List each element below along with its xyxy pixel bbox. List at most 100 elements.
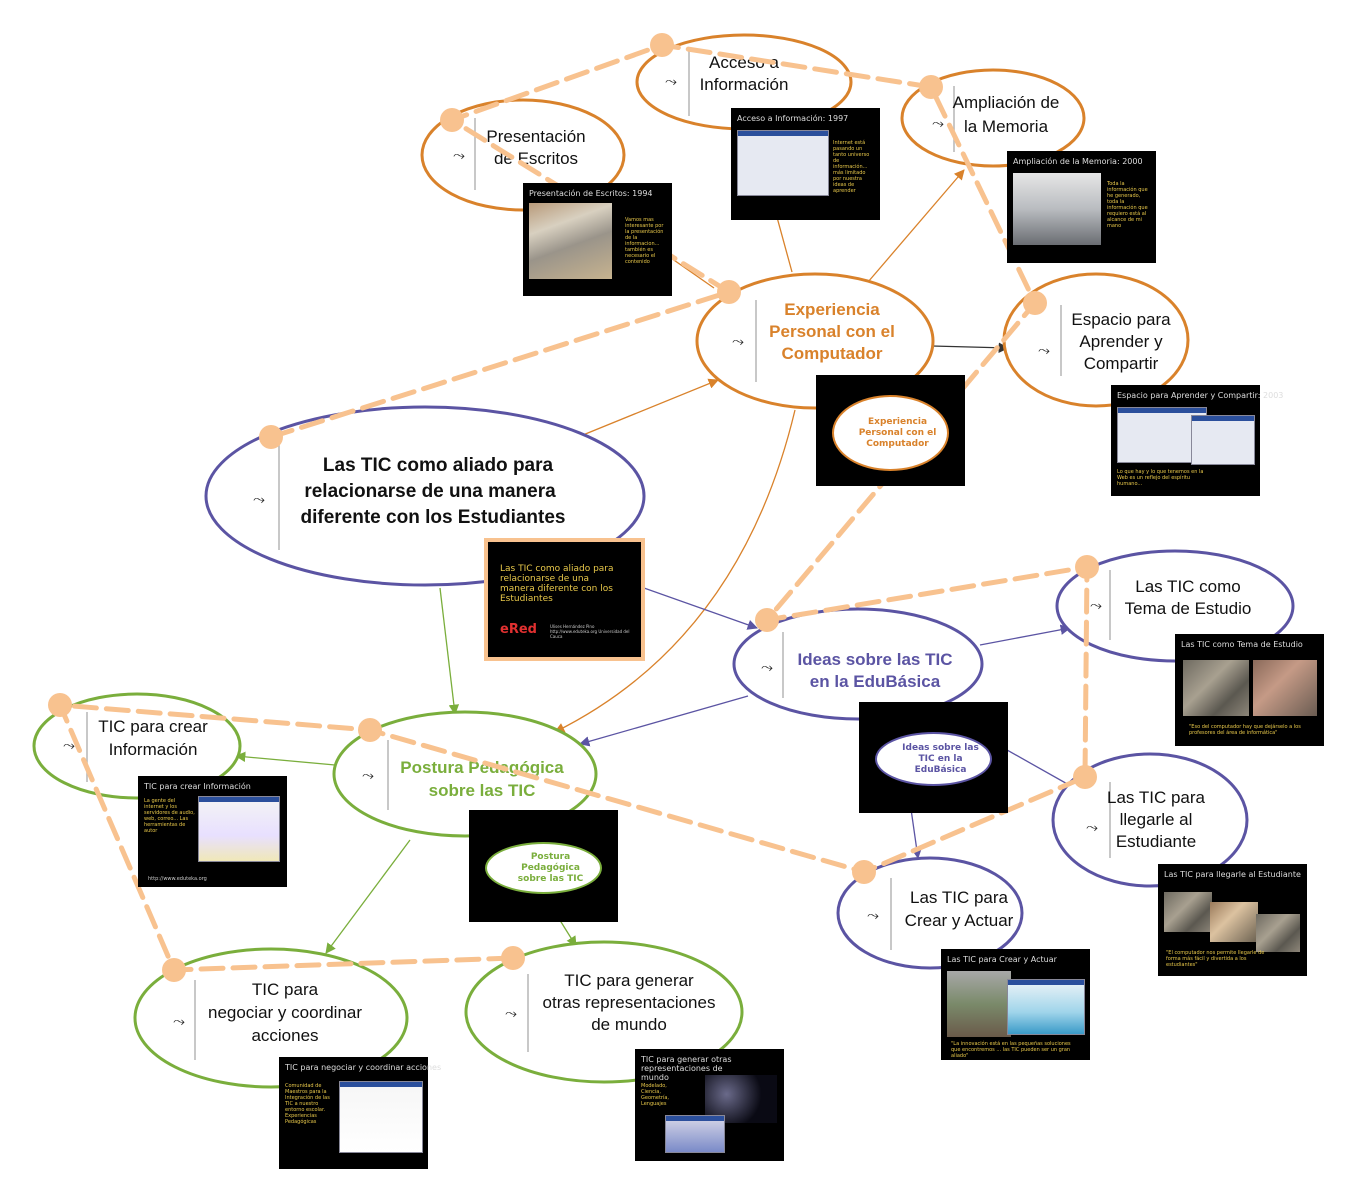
node-label: Compartir [1084,354,1159,373]
tour-waypoint[interactable] [358,718,382,742]
node-label: Ampliación de [953,93,1060,112]
thumbnail-ampliacion[interactable]: Ampliación de la Memoria: 2000 Toda la i… [1007,151,1156,263]
tour-waypoint[interactable] [650,33,674,57]
thumbnail-title: Las TIC para Crear y Actuar [947,955,1057,964]
tour-waypoint[interactable] [1073,765,1097,789]
node-label: Información [109,740,198,759]
thumbnail-crearactuar[interactable]: Las TIC para Crear y Actuar "La innovaci… [941,949,1090,1060]
mini-node-preview: Ideas sobre las TIC en la EduBásica [875,732,992,786]
node-label: Ideas sobre las TIC [798,650,953,669]
thumbnail-acceso[interactable]: Acceso a Información: 1997 Internet está… [731,108,880,220]
thumbnail-title: TIC para negociar y coordinar acciones [285,1063,442,1072]
thumbnail-title: Las TIC para llegarle al Estudiante [1164,870,1301,879]
thumbnail-presentacion[interactable]: Presentación de Escritos: 1994 Vamos mas… [523,183,672,296]
node-icon: ⤳ [173,1012,185,1030]
students-photo [1164,892,1212,932]
node-label: otras representaciones [543,993,716,1012]
edge-central-postura [439,587,460,716]
node-label: Espacio para [1071,310,1171,329]
node-label: negociar y coordinar [208,1003,362,1022]
node-label: Personal con el [769,322,895,341]
node-label: Presentación [486,127,585,146]
node-icon: ⤳ [732,332,744,350]
thumbnail-negociar[interactable]: TIC para negociar y coordinar acciones C… [279,1057,441,1169]
thumbnail-postura[interactable]: Postura Pedagógica sobre las TIC [469,810,618,922]
tour-waypoint[interactable] [717,280,741,304]
thumbnail-title: TIC para crear Información [144,782,251,791]
machine-photo [1013,173,1101,245]
thumbnail-text: Vamos mas interesante por la presentació… [625,217,664,265]
node-ampliacion[interactable]: ⤳ Ampliación de la Memoria [900,68,1086,168]
node-label: Experiencia [784,300,880,319]
tour-waypoint[interactable] [501,946,525,970]
thumbnail-llegarle[interactable]: Las TIC para llegarle al Estudiante "El … [1158,864,1307,976]
students-photo [1256,914,1300,952]
field-photo [947,971,1011,1037]
thumbnail-generar[interactable]: TIC para generar otras representaciones … [635,1049,784,1161]
thumbnail-text: La gente del internet y los servidores d… [144,798,195,834]
node-icon: ⤳ [665,72,677,90]
thumbnail-crearinfo[interactable]: TIC para crear Información La gente del … [138,776,287,887]
node-icon: ⤳ [505,1004,517,1022]
node-icon: ⤳ [1090,596,1102,614]
node-label: de mundo [591,1015,667,1034]
mini-node-label: Ideas sobre las TIC en la EduBásica [902,742,979,775]
edge-ideas-tema [979,624,1072,646]
tour-waypoint[interactable] [440,108,464,132]
tour-waypoint[interactable] [162,958,186,982]
node-label: relacionarse de una manera [304,481,556,502]
node-label: diferente con los Estudiantes [301,507,566,528]
node-icon: ⤳ [932,114,944,132]
thumbnail-text: "El computador nos permite llegarle de f… [1166,950,1265,968]
mini-node-preview: Experiencia Personal con el Computador [832,395,949,471]
tour-waypoint[interactable] [755,608,779,632]
node-label: Crear y Actuar [905,911,1014,930]
node-label: Postura Pedagógica [400,758,564,777]
node-label: de Escritos [494,149,578,168]
screenshot-image [339,1081,423,1153]
thumbnail-experiencia[interactable]: Experiencia Personal con el Computador [816,375,965,486]
tour-waypoint[interactable] [1075,555,1099,579]
node-label: la Memoria [964,117,1049,136]
tour-waypoint[interactable] [919,75,943,99]
mini-node-label: Postura Pedagógica sobre las TIC [517,851,584,884]
node-label: Las TIC como aliado para [323,455,554,476]
node-label: Acceso a [709,53,779,72]
thumbnail-espacio[interactable]: Espacio para Aprender y Compartir: 2003 … [1111,385,1283,496]
thumbnail-ideas[interactable]: Ideas sobre las TIC en la EduBásica [859,702,1008,813]
thumbnail-tema[interactable]: Las TIC como Tema de Estudio "Eso del co… [1175,634,1324,746]
thumbnail-central[interactable]: Las TIC como aliado para relacionarse de… [484,538,645,661]
node-label: Las TIC para [1107,788,1206,807]
tour-waypoint[interactable] [48,693,72,717]
tour-waypoint[interactable] [852,860,876,884]
tour-waypoints [48,33,1099,982]
tour-waypoint[interactable] [1023,291,1047,315]
screenshot-image [737,130,829,196]
thumbnail-text: Internet está pasando un tanto universo … [833,140,870,194]
tour-waypoint[interactable] [259,425,283,449]
edge-postura-negociar [325,839,411,954]
node-icon: ⤳ [362,766,374,784]
node-label: TIC para crear [98,717,208,736]
thumbnail-text: Las TIC como aliado para relacionarse de… [500,564,614,604]
